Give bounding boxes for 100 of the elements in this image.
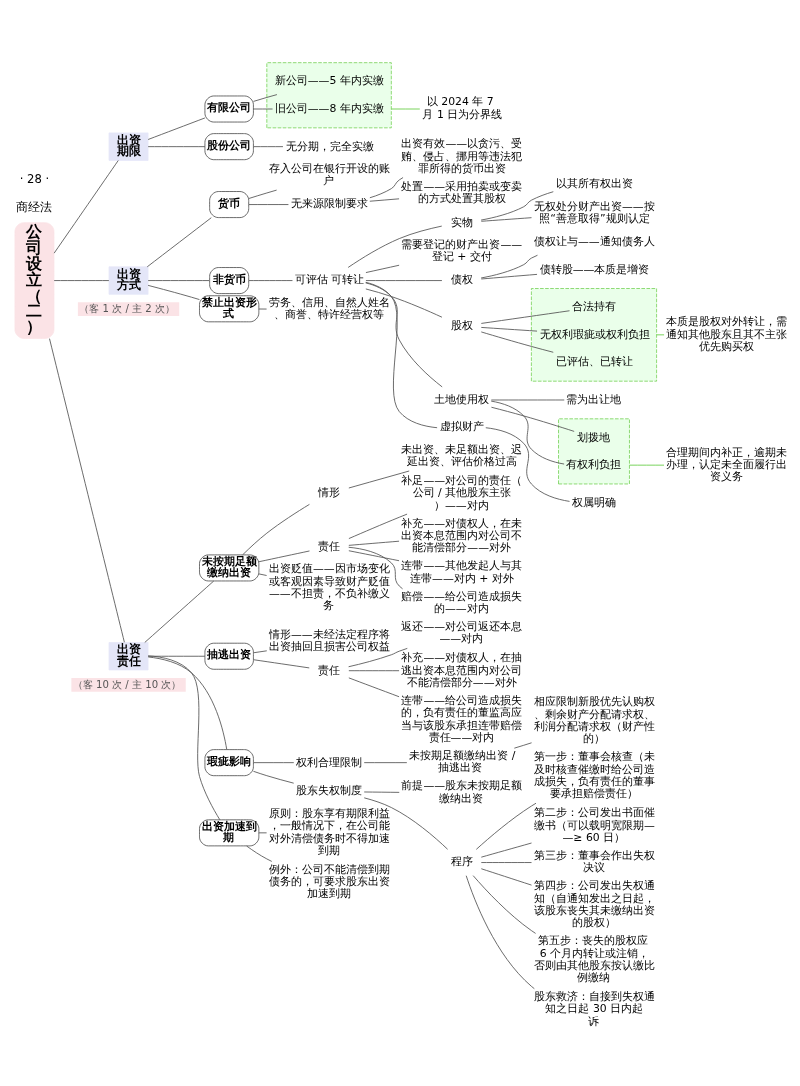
connector: [480, 861, 532, 863]
node-text: 第五步：丧失的股权应 6 个月内转让或注销，否则由其他股东按认缴比例缴纳: [533, 933, 655, 984]
connector: [348, 470, 410, 488]
node-text: 股东救济：自接到失权通知之日起 30 日内起诉: [533, 989, 655, 1028]
node-text: 无权利瑕疵或权利负担: [539, 327, 650, 341]
node-text: 合理期间内补正，逾期未办理，认定未全面履行出资义务: [666, 445, 788, 483]
connector: [348, 540, 400, 546]
node-text: 程序: [450, 854, 473, 868]
node-text: 未出资、未足额出资、迟延出资、评估价格过高: [401, 442, 523, 468]
node-box: 瑕疵影响: [204, 748, 254, 776]
node-text: 有权利负担: [566, 457, 622, 471]
node-box: 公司设立（二）: [14, 221, 55, 339]
node-box: 抽逃出资: [204, 642, 254, 670]
connector: [480, 273, 538, 279]
node-text: 出资有效——以贪污、受贿、侵占、挪用等违法犯罪所得的货币出资: [401, 136, 523, 175]
node-text: 第一步：董事会核查（未及时核查催缴时给公司造成损失，负有责任的董事要承担赔偿责任）: [533, 749, 655, 800]
connector: [248, 189, 278, 199]
node-label: （客 10 次 / 主 10 次）: [72, 678, 182, 690]
node-text: 债转股——本质是增资: [539, 262, 650, 276]
connector: [258, 572, 268, 576]
connector: [480, 326, 538, 332]
connector: [480, 331, 554, 353]
connector: [348, 647, 408, 667]
connector: [147, 656, 228, 750]
node-text: 需要登记的财产出资——登记 + 交付: [401, 237, 523, 263]
connector: [656, 333, 665, 335]
node-box: 出资方式: [108, 265, 149, 295]
connector: [253, 649, 268, 653]
connector: [144, 580, 215, 643]
connector: [146, 216, 212, 267]
connector: [390, 108, 421, 109]
connector: [248, 203, 289, 205]
connector: [369, 176, 404, 198]
connector: [253, 145, 284, 147]
connector: [147, 284, 200, 300]
connector: [491, 406, 575, 432]
connector: [53, 279, 110, 281]
connector: [365, 264, 400, 273]
connector: [258, 831, 268, 833]
node-text: 补充——对债权人，在未出资本息范围内对公司不能清偿部分——对外: [401, 516, 523, 554]
connector: [348, 549, 400, 561]
node-text: 返还——对公司返还本息——对内: [401, 619, 523, 645]
node-label: （客 1 次 / 主 2 次）: [79, 302, 175, 314]
connector: [480, 190, 554, 220]
connector: [348, 513, 408, 539]
connector: [363, 761, 408, 763]
connector: [480, 309, 570, 324]
node-box: 出资期限: [108, 132, 149, 161]
connector: [348, 676, 400, 697]
node-text: 补足——对公司的责任（公司 / 其他股东主张）——对内: [401, 473, 523, 512]
connector: [365, 288, 443, 318]
node-text: 合法持有: [572, 299, 617, 313]
node-text: 情形——未经法定程序将出资抽回且损害公司权益: [268, 627, 390, 653]
node-text: 旧公司——8 年内实缴: [274, 101, 384, 115]
node-text: 第四步：公司发出失权通知（自通知发出之日起，该股东丧失其未缴纳出资的股权）: [533, 878, 655, 929]
node-text: 债权: [450, 272, 473, 286]
connector: [365, 281, 438, 428]
connector: [347, 225, 443, 268]
connector: [147, 117, 206, 140]
cluster: [531, 287, 657, 382]
node-text: 连带——给公司造成损失的，负有责任的董监高应当与该股东承担连带赔偿责任——对内: [401, 693, 523, 744]
connector: [147, 654, 221, 820]
cluster: [558, 417, 630, 484]
node-text: 出资贬值——因市场变化或客观因素导致财产贬值——不担责，不负补缴义务: [268, 561, 390, 612]
node-text: 劳务、信用、自然人姓名、商誉、特许经营权等: [268, 295, 390, 321]
node-text: 前提——股东未按期足额缴纳出资: [401, 778, 523, 805]
node-text: 责任: [318, 663, 341, 677]
node-text: 以 2024 年 7 月 1 日为分界线: [422, 94, 503, 121]
cluster: [266, 61, 392, 128]
node-text: 连带——其他发起人与其连带——对内 + 对外: [401, 558, 523, 585]
connector: [258, 550, 310, 562]
node-text: 划拨地: [577, 430, 611, 444]
connector: [369, 197, 400, 202]
connector: [53, 159, 119, 254]
node-text: 无权处分财产出资——按照“善意取得”规则认定: [533, 199, 655, 225]
connector: [480, 216, 532, 222]
node-text: 以其所有权出资: [555, 176, 633, 190]
connector: [480, 254, 538, 278]
connector: [246, 845, 273, 862]
node-text: 股东失权制度: [296, 783, 363, 797]
node-text: 情形: [318, 485, 341, 499]
node-text: 需为出让地: [566, 392, 622, 406]
connector: [363, 796, 449, 850]
node-text: 已评估、已转让: [555, 354, 633, 368]
connector: [629, 464, 665, 466]
node-box: 非货币: [209, 266, 250, 294]
node-text: 存入公司在银行开设的账户: [268, 161, 390, 187]
connector: [49, 337, 125, 643]
node-box: 未按期足额缴纳出资: [199, 554, 260, 581]
node-text: 未按期足额缴纳出资 / 抽逃出资: [409, 748, 516, 774]
connector: [253, 658, 310, 668]
node-text: 处置——采用拍卖或变卖的方式处置其股权: [401, 179, 523, 205]
node-text: 权利合理限制: [296, 755, 363, 769]
connector: [465, 874, 535, 989]
connector: [253, 108, 273, 109]
node-box: 出资加速到期: [199, 818, 260, 846]
node-text: 补充——对债权人，在抽逃出资本息范围内对公司不能清偿部分——对外: [401, 650, 523, 689]
connector: [248, 279, 293, 281]
node-text: 新公司——5 年内实缴: [274, 73, 384, 87]
node-text: 实物: [450, 215, 473, 229]
